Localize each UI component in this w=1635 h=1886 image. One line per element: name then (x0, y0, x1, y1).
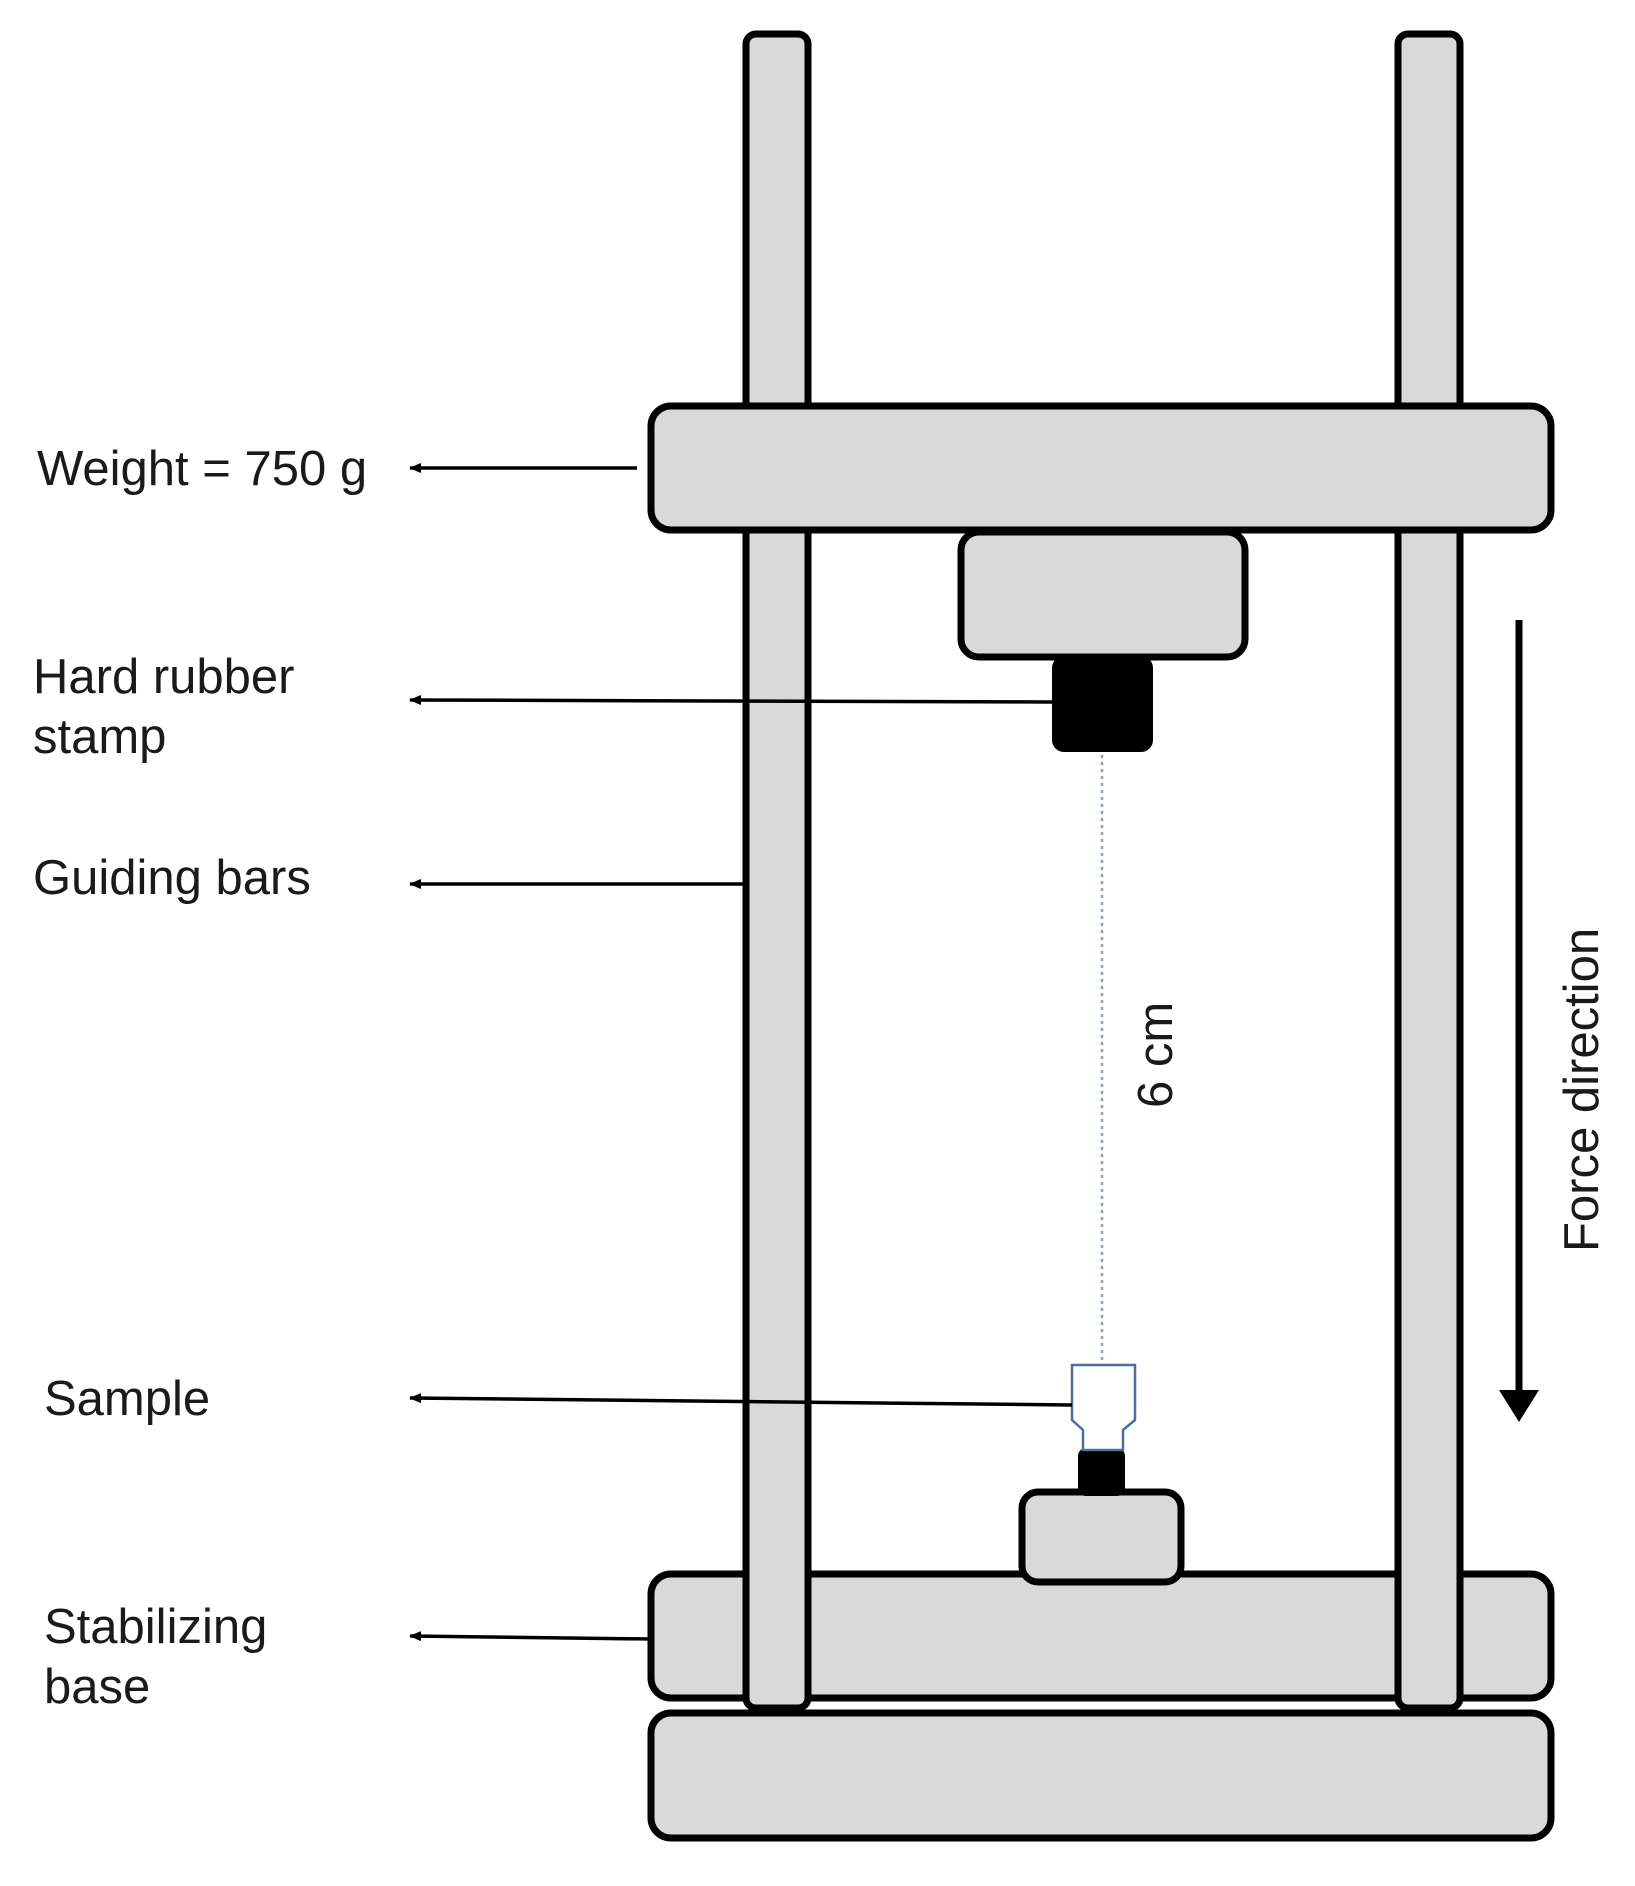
sample-pedestal (1018, 1488, 1185, 1586)
right-guiding-bar (1394, 30, 1464, 1712)
sample-vial (1070, 1363, 1137, 1452)
force-direction-arrowhead (1499, 1390, 1539, 1422)
hard-rubber-stamp (1052, 656, 1153, 752)
stabilizing-base-label-line2: base (44, 1660, 150, 1714)
sample-leader-line (409, 1393, 1073, 1407)
stamp-holder (957, 528, 1249, 661)
sample-label: Sample (44, 1372, 210, 1426)
weight-plate (647, 402, 1555, 534)
stamp-leader-line (409, 695, 1053, 706)
stamp-label-line1: Hard rubber (33, 650, 294, 704)
weight-label: Weight = 750 g (37, 442, 367, 496)
base-leader-line (409, 1631, 652, 1642)
stamp-label-line2: stamp (33, 710, 166, 764)
left-guiding-bar (742, 30, 812, 1712)
force-direction-label: Force direction (1555, 928, 1609, 1252)
guiding-bars-label: Guiding bars (33, 851, 311, 905)
sample-support (1078, 1448, 1125, 1496)
stabilizing-base-label-line1: Stabilizing (44, 1600, 267, 1654)
bottom-plate (647, 1709, 1555, 1842)
distance-label: 6 cm (1129, 1002, 1183, 1108)
